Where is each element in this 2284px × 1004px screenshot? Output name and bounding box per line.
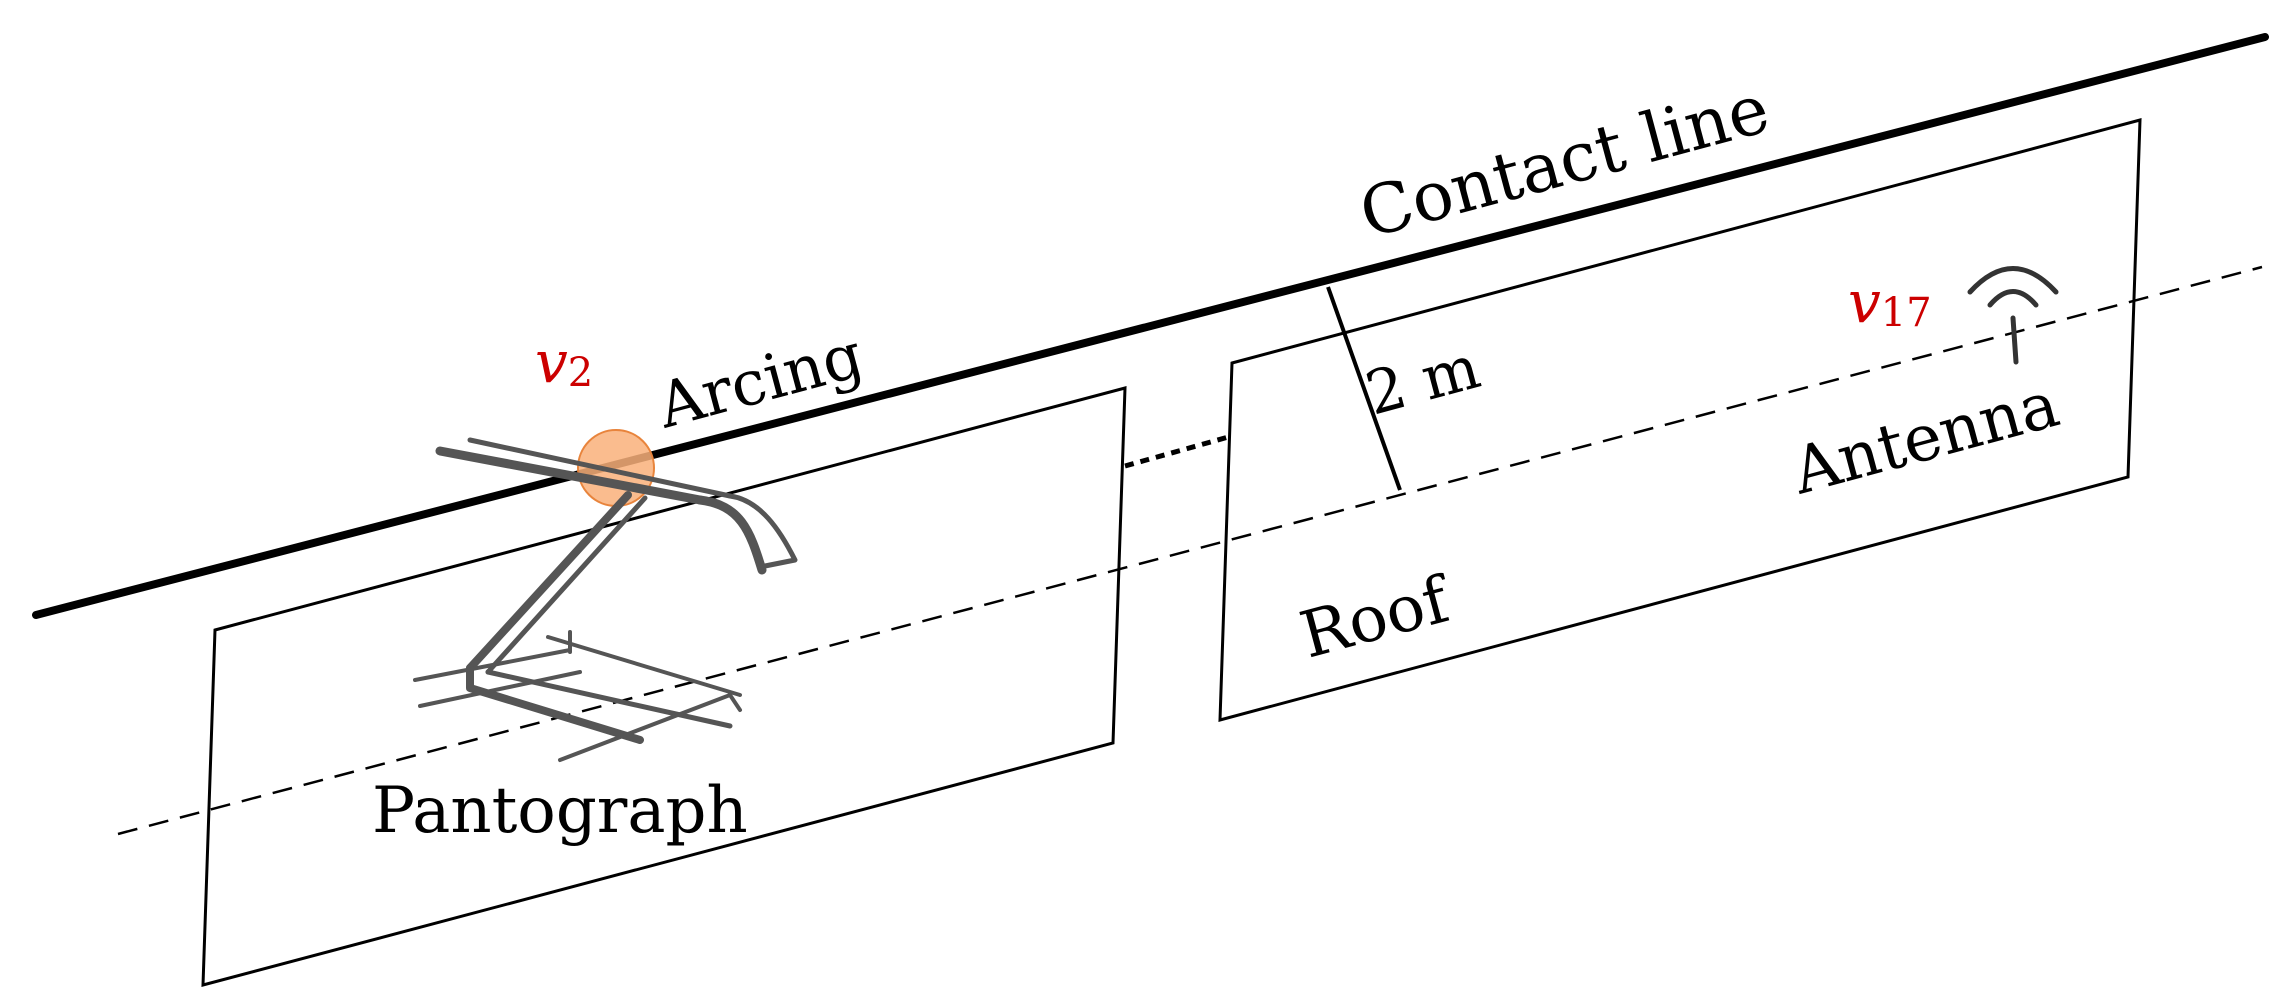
left-roof-plane	[201, 386, 1127, 987]
right-roof-plane	[1218, 118, 2142, 722]
antenna-sensor-subscript: 17	[1881, 290, 1932, 336]
roof-label: Roof	[1293, 562, 1460, 673]
arc-source-marker-label: v2	[535, 328, 593, 396]
pantograph-label: Pantograph	[372, 774, 748, 848]
antenna-sensor-marker-label: v17	[1848, 268, 1932, 336]
distance-marker-line	[1326, 286, 1402, 491]
arc-source-symbol: v	[535, 328, 568, 396]
plane-gap-dotted-line	[1124, 433, 1233, 469]
antenna-label: Antenna	[1784, 368, 2066, 510]
antenna-signal-icon	[1967, 266, 2059, 365]
contact-line-label: Contact line	[1352, 70, 1777, 255]
contact-line	[32, 33, 2269, 619]
pantograph-icon	[413, 437, 798, 762]
distance-label: 2 m	[1359, 332, 1487, 429]
center-reference-dashed-line	[117, 265, 2263, 836]
antenna-sensor-symbol: v	[1848, 268, 1881, 336]
arc-source-subscript: 2	[568, 350, 593, 396]
